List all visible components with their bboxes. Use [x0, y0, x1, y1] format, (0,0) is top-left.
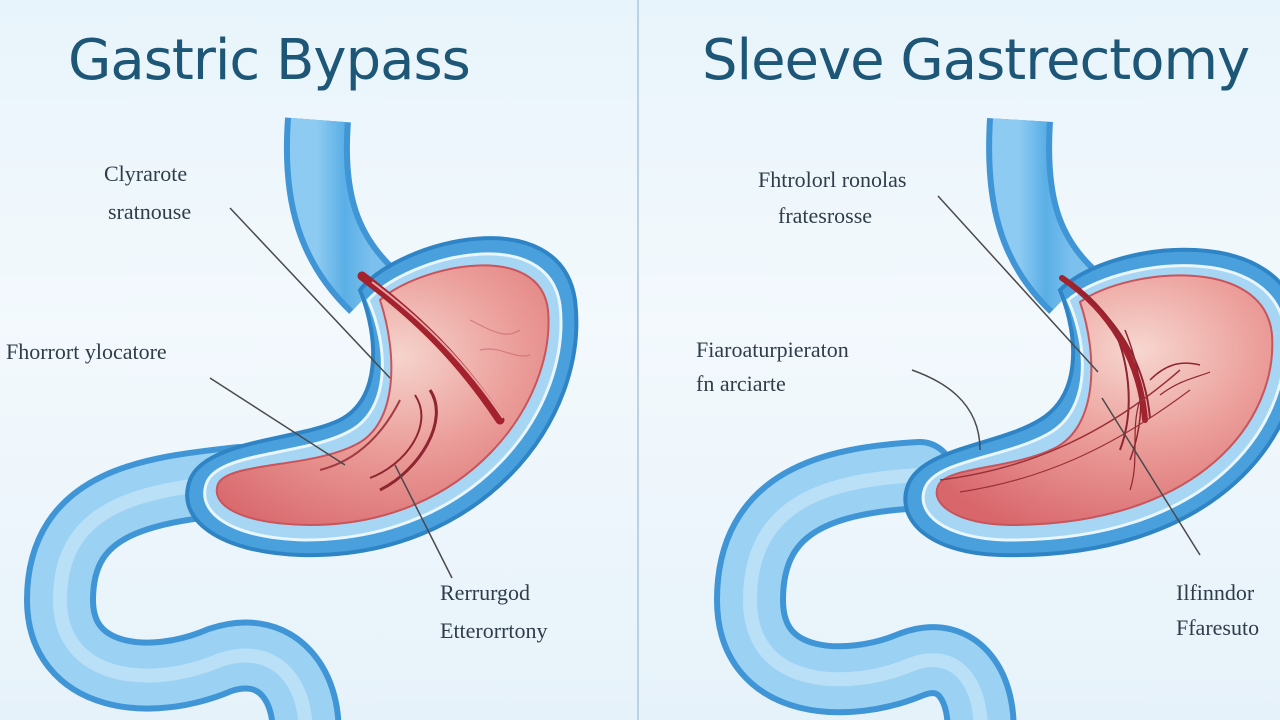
- label-top-line2: fratesrosse: [778, 203, 873, 228]
- label-bottom-line1: Rerrurgod: [440, 580, 531, 605]
- label-top-line1: Clyrarote: [104, 161, 188, 186]
- intestine: [713, 439, 1017, 720]
- label-bottom-line2: Etterorrtony: [440, 618, 548, 643]
- sleeve-gastrectomy-panel: Sleeve Gastrectomy: [640, 0, 1280, 720]
- panel-divider: [637, 0, 639, 720]
- label-middle-line1: Fiaroaturpieraton: [696, 337, 849, 362]
- gastric-bypass-panel: Gastric Bypass: [0, 0, 638, 720]
- esophagus: [283, 117, 396, 314]
- intestine: [23, 444, 342, 720]
- esophagus: [986, 117, 1096, 314]
- label-bottom-line2: Ffaresuto: [1176, 615, 1260, 640]
- sleeve-gastrectomy-title: Sleeve Gastrectomy: [702, 28, 1250, 93]
- label-middle-line2: fn arciarte: [696, 371, 786, 396]
- leader-lines: [911, 195, 1201, 556]
- stomach: [185, 236, 579, 558]
- label-middle: Fhorrort ylocatore: [6, 339, 167, 364]
- label-top-line2: sratnouse: [108, 199, 192, 224]
- label-top-line1: Fhtrolorl ronolas: [758, 167, 907, 192]
- sleeve-gastrectomy-stomach-illustration: [713, 117, 1280, 720]
- leader-lines: [209, 207, 453, 579]
- stomach: [903, 247, 1280, 558]
- label-bottom-line1: Ilfinndor: [1176, 580, 1255, 605]
- gastric-bypass-stomach-illustration: [23, 117, 579, 720]
- gastric-bypass-title: Gastric Bypass: [68, 28, 471, 93]
